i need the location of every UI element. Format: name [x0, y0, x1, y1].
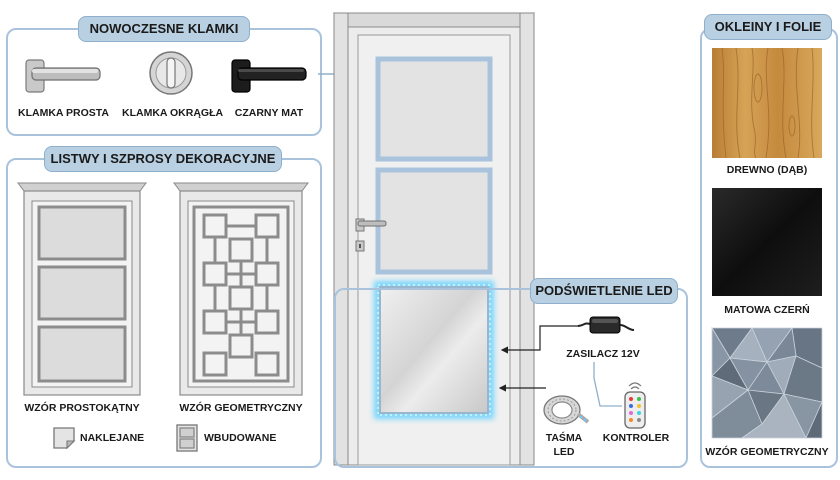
veneer-label-black: MATOWA CZERŃ — [724, 304, 810, 316]
veneer-label-geometric: WZÓR GEOMETRYCZNY — [705, 446, 829, 458]
handle-label-round: KLAMKA OKRĄGŁA — [122, 107, 224, 119]
sticker-icon — [53, 427, 76, 450]
led-label-strip-line1: TAŚMA — [545, 432, 583, 444]
remote-controller-icon — [624, 382, 646, 429]
veneer-label-oak: DREWNO (DĄB) — [726, 164, 808, 176]
geometric-veneer-swatch — [711, 326, 823, 439]
type-label-built-in: WBUDOWANE — [204, 432, 277, 444]
mouldings-title: LISTWY I SZPROSY DEKORACYJNE — [44, 146, 282, 172]
type-label-sticker: NAKLEJANE — [80, 432, 145, 444]
led-label-controller: KONTROLER — [602, 432, 670, 444]
handle-label-straight: KLAMKA PROSTA — [18, 107, 109, 119]
led-panel — [334, 288, 688, 468]
rectangular-pattern-door — [17, 182, 147, 396]
led-strip-icon — [543, 395, 590, 425]
led-label-strip-line2: LED — [553, 446, 575, 458]
pattern-label-geometric: WZÓR GEOMETRYCZNY — [179, 402, 303, 414]
led-label-power-supply: ZASILACZ 12V — [566, 348, 640, 360]
veneers-title: OKLEINY I FOLIE — [704, 14, 832, 40]
handles-title: NOWOCZESNE KLAMKI — [78, 16, 250, 42]
straight-handle-icon — [25, 59, 101, 93]
led-connectors — [498, 325, 622, 407]
geometric-pattern-door — [173, 182, 309, 396]
black-handle-icon — [231, 59, 307, 93]
led-title: PODŚWIETLENIE LED — [530, 278, 678, 304]
round-handle-icon — [149, 51, 193, 95]
oak-wood-swatch — [712, 47, 822, 159]
pattern-label-rectangular: WZÓR PROSTOKĄTNY — [24, 402, 140, 414]
built-in-icon — [176, 424, 198, 452]
handle-label-black: CZARNY MAT — [234, 107, 304, 119]
matte-black-swatch — [712, 188, 822, 296]
main-door — [332, 12, 536, 466]
power-supply-icon — [577, 316, 635, 334]
